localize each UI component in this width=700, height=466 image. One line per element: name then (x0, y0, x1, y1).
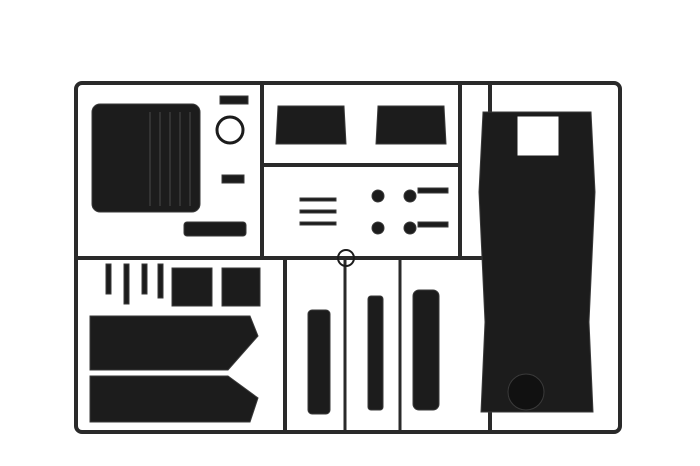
panel-part-left (171, 267, 213, 307)
side-part (307, 309, 331, 415)
steering-wheel-part (215, 115, 245, 145)
suspension-parts (299, 187, 449, 235)
front-seat-right (375, 105, 447, 145)
spare-wheel-well (507, 373, 545, 411)
door-panel-upper (89, 315, 259, 371)
floor-pan-cutout (516, 115, 560, 157)
small-ring-part (337, 249, 355, 267)
rear-seat-ribs (149, 112, 191, 206)
panel-part-right (221, 267, 261, 307)
small-part (219, 95, 249, 105)
small-part (221, 174, 245, 184)
floor-pan-part (478, 111, 596, 413)
rear-seat-part (91, 103, 201, 213)
sill-part (367, 295, 384, 411)
trim-part (412, 289, 440, 411)
shifter-part (183, 221, 247, 237)
front-seat-left (275, 105, 347, 145)
parts (89, 95, 596, 423)
small-rods (105, 263, 164, 305)
door-panel-lower (89, 375, 259, 423)
